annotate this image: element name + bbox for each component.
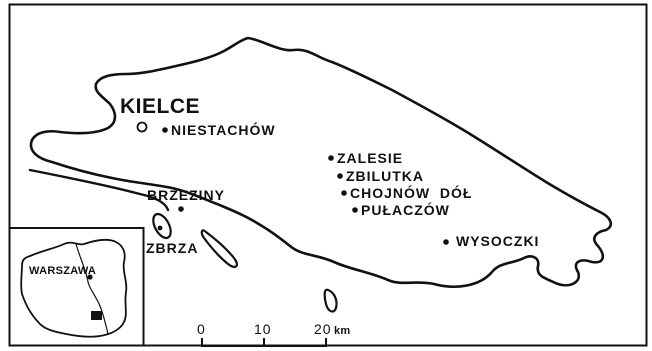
chojnow-dol-label: CHOJNÓW DÓŁ bbox=[350, 184, 472, 201]
zbilutka-label: ZBILUTKA bbox=[346, 168, 424, 184]
kielce-marker-icon bbox=[136, 121, 148, 133]
small-islet bbox=[323, 288, 338, 313]
brzeziny-dot-icon bbox=[178, 206, 184, 212]
zbilutka-dot-icon bbox=[337, 173, 343, 179]
chojnow-dol-dot-icon bbox=[341, 190, 347, 196]
region-outline bbox=[29, 36, 613, 288]
niestachow-dot-icon bbox=[162, 127, 168, 133]
scale-tick-20: 20 bbox=[314, 321, 332, 337]
pulaczow-label: PUŁACZÓW bbox=[361, 201, 450, 218]
pulaczow-dot-icon bbox=[352, 207, 358, 213]
warszawa-dot-icon bbox=[87, 274, 93, 280]
scale-unit: km bbox=[334, 325, 351, 337]
study-area-marker bbox=[91, 311, 102, 320]
scale-tick-0: 0 bbox=[197, 321, 206, 337]
warszawa-label: WARSZAWA bbox=[29, 265, 96, 277]
zalesie-label: ZALESIE bbox=[337, 150, 403, 166]
inset-map: WARSZAWA bbox=[8, 227, 145, 347]
vistula-river bbox=[75, 243, 109, 335]
southern-islet bbox=[200, 229, 238, 268]
fault-line bbox=[28, 168, 170, 212]
niestachow-label: NIESTACHÓW bbox=[171, 121, 276, 138]
map-frame bbox=[8, 3, 648, 347]
zbrza-dot-icon bbox=[157, 225, 163, 231]
scale-bar: 0 10 20 km bbox=[197, 321, 351, 347]
scale-tick-10: 10 bbox=[254, 321, 272, 337]
brzeziny-label: BRZEZINY bbox=[147, 187, 225, 203]
wysoczki-dot-icon bbox=[443, 239, 449, 245]
kielce-label: KIELCE bbox=[120, 95, 200, 118]
zbrza-islet bbox=[152, 212, 172, 240]
zbrza-label: ZBRZA bbox=[146, 240, 198, 256]
zalesie-dot-icon bbox=[328, 155, 334, 161]
wysoczki-label: WYSOCZKI bbox=[456, 233, 539, 249]
poland-outline bbox=[20, 238, 128, 338]
